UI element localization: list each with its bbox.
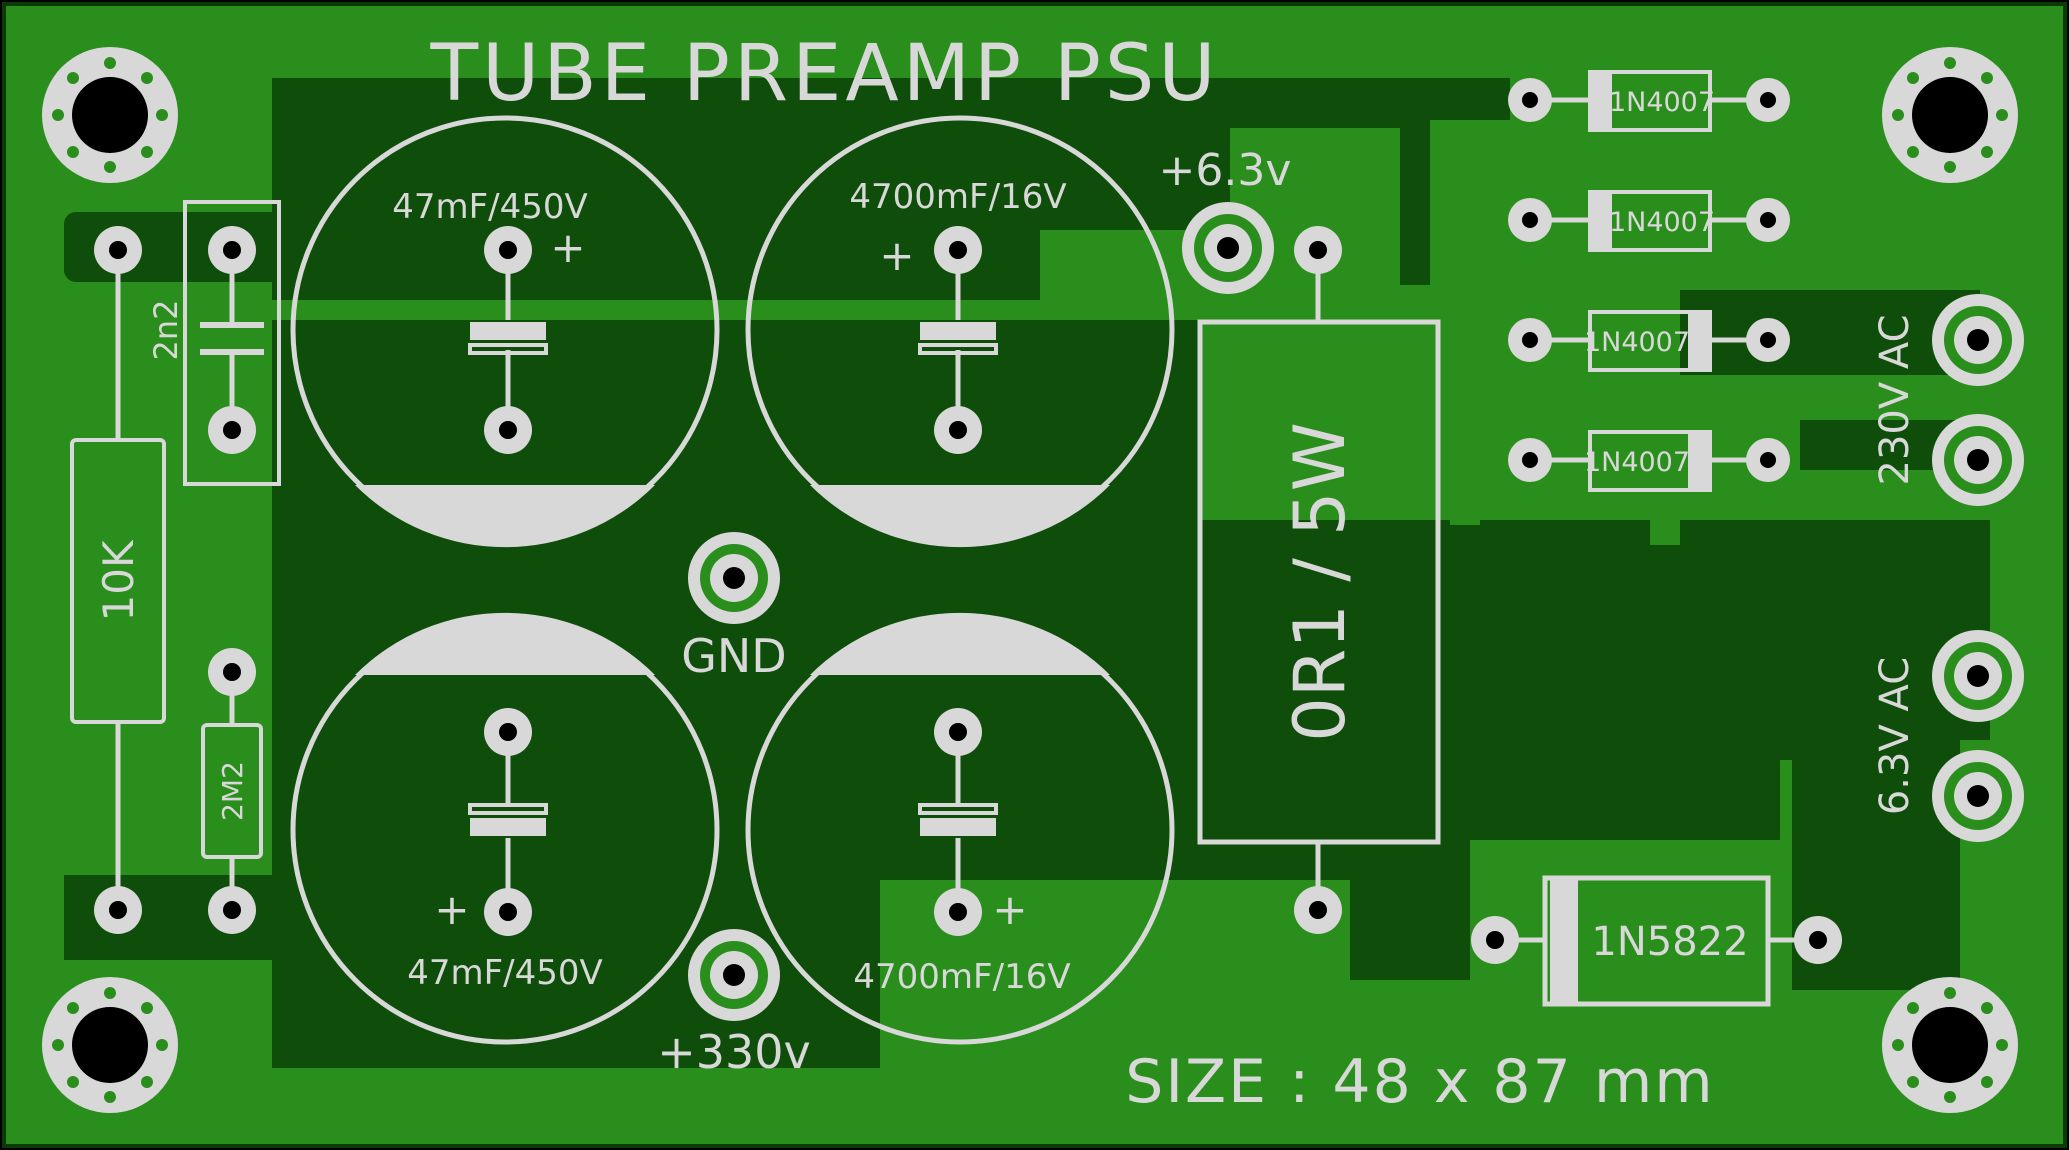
pad bbox=[1508, 438, 1552, 482]
pad bbox=[484, 226, 532, 274]
pad bbox=[934, 406, 982, 454]
pad bbox=[1294, 226, 1342, 274]
mounting-hole-br bbox=[1882, 977, 2018, 1113]
r-0r1-value: 0R1 / 5W bbox=[1279, 422, 1361, 742]
terminal-6v3-ac-b bbox=[1932, 750, 2024, 842]
c-2n2-value: 2n2 bbox=[147, 300, 185, 361]
r-10k-value: 10K bbox=[94, 539, 143, 621]
capacitor-2n2: 2n2 bbox=[147, 200, 281, 486]
terminal-gnd bbox=[688, 532, 780, 624]
pad bbox=[1746, 78, 1790, 122]
d3-value: 1N4007 bbox=[1584, 327, 1690, 358]
diode-d3: 1N4007 bbox=[1530, 310, 1768, 372]
pad bbox=[934, 226, 982, 274]
gap-1 bbox=[272, 300, 1212, 320]
label-6v3-ac: 6.3V AC bbox=[1872, 657, 1918, 815]
pad bbox=[208, 226, 256, 274]
pad bbox=[1794, 916, 1842, 964]
capacitor-c2: 4700mF/16V + bbox=[745, 115, 1175, 548]
label-230v-ac: 230V AC bbox=[1872, 314, 1918, 485]
label-6v3-out: +6.3v bbox=[1159, 145, 1292, 196]
pad bbox=[484, 708, 532, 756]
pad bbox=[1746, 198, 1790, 242]
pad bbox=[934, 888, 982, 936]
pad bbox=[934, 708, 982, 756]
pad bbox=[1508, 198, 1552, 242]
c3-value: 47mF/450V bbox=[407, 953, 603, 993]
board-title: TUBE PREAMP PSU bbox=[430, 29, 1220, 119]
c4-value: 4700mF/16V bbox=[853, 957, 1070, 997]
c3-polarity: + bbox=[434, 885, 469, 934]
capacitor-c3: 47mF/450V + bbox=[290, 612, 720, 1045]
resistor-0r1: 0R1 / 5W bbox=[1197, 255, 1441, 908]
c1-polarity: + bbox=[550, 223, 585, 272]
d1-value: 1N4007 bbox=[1609, 87, 1715, 118]
ac-trace-top bbox=[1680, 290, 1980, 375]
c2-polarity: + bbox=[879, 231, 914, 280]
d2-value: 1N4007 bbox=[1609, 207, 1715, 238]
terminal-330v-out bbox=[688, 929, 780, 1021]
diode-d5: 1N5822 bbox=[1495, 875, 1818, 1007]
r-2m2-value: 2M2 bbox=[216, 761, 249, 821]
terminals bbox=[688, 202, 2024, 1021]
terminal-6v3-out bbox=[1182, 202, 1274, 294]
d4-value: 1N4007 bbox=[1584, 447, 1690, 478]
pads bbox=[94, 78, 1842, 964]
pad bbox=[1294, 886, 1342, 934]
mounting-hole-tl bbox=[42, 47, 178, 183]
mounting-holes bbox=[42, 47, 2018, 1113]
pad bbox=[1746, 318, 1790, 362]
pad bbox=[1746, 438, 1790, 482]
pad bbox=[1471, 916, 1519, 964]
gap-4 bbox=[1450, 125, 1480, 525]
pad bbox=[484, 406, 532, 454]
capacitor-c1: 47mF/450V + bbox=[290, 115, 720, 548]
d5-value: 1N5822 bbox=[1591, 919, 1748, 965]
c2-value: 4700mF/16V bbox=[849, 177, 1066, 217]
mounting-hole-bl bbox=[42, 977, 178, 1113]
label-gnd: GND bbox=[681, 629, 786, 683]
terminal-6v3-ac-a bbox=[1932, 630, 2024, 722]
resistor-10k: 10K bbox=[70, 250, 166, 895]
mounting-hole-tr bbox=[1882, 47, 2018, 183]
pad bbox=[208, 406, 256, 454]
pad bbox=[484, 888, 532, 936]
terminal-230v-a bbox=[1932, 294, 2024, 386]
gap-3 bbox=[1650, 125, 1680, 545]
terminal-230v-b bbox=[1932, 414, 2024, 506]
pad bbox=[94, 886, 142, 934]
pad bbox=[1508, 78, 1552, 122]
pad bbox=[208, 886, 256, 934]
pad bbox=[94, 226, 142, 274]
pad bbox=[1508, 318, 1552, 362]
label-330v-out: +330v bbox=[657, 1025, 811, 1079]
c1-value: 47mF/450V bbox=[392, 187, 588, 227]
pad bbox=[208, 648, 256, 696]
board-size: SIZE : 48 x 87 mm bbox=[1125, 1047, 1714, 1117]
diode-d4: 1N4007 bbox=[1530, 430, 1768, 492]
c4-polarity: + bbox=[992, 885, 1027, 934]
diode-d1: 1N4007 bbox=[1530, 70, 1768, 132]
